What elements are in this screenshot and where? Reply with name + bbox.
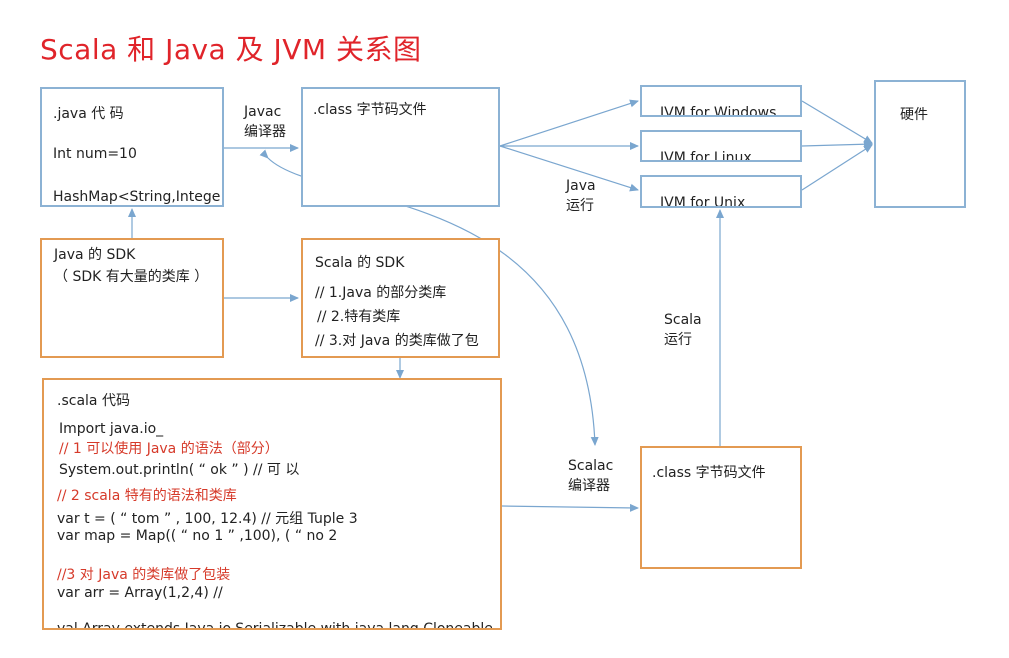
hardware-box: 硬件 bbox=[874, 80, 966, 208]
arrow-scalac bbox=[501, 503, 639, 512]
scalac-label: Scalac bbox=[568, 458, 614, 474]
scala-sdk-item: // 2.特有类库 bbox=[317, 309, 401, 325]
scala-run-label-2: 运行 bbox=[664, 332, 692, 348]
java-code-box: .java 代 码 Int num=10 HashMap<String,Inte… bbox=[40, 87, 224, 207]
jvm-linux-label: JVM for Linux bbox=[660, 150, 752, 162]
class-file-box-top: .class 字节码文件 bbox=[301, 87, 500, 207]
java-code-title: .java 代 码 bbox=[53, 106, 124, 122]
diagram-title: Scala 和 Java 及 JVM 关系图 bbox=[40, 33, 422, 66]
hardware-label: 硬件 bbox=[900, 107, 928, 123]
jvm-windows-label: JVM for Windows bbox=[660, 105, 777, 117]
arrow-unix-to-hw bbox=[801, 144, 873, 191]
javac-label: Javac bbox=[244, 104, 282, 120]
scala-code-comment: //3 对 Java 的类库做了包装 bbox=[57, 567, 231, 583]
class-file-label: .class 字节码文件 bbox=[313, 102, 427, 118]
scala-code-line-clipped: val Array extends Java.io.Serializable w… bbox=[57, 621, 493, 630]
java-sdk-title: Java 的 SDK bbox=[54, 247, 136, 263]
arrow-to-jvm-windows bbox=[499, 99, 639, 147]
java-code-line: HashMap<String,Intege bbox=[53, 189, 221, 205]
java-run-label-2: 运行 bbox=[566, 198, 594, 214]
scala-code-line: System.out.println( “ ok ” ) // 可 以 bbox=[59, 462, 300, 478]
scala-code-line: Import java.io_ bbox=[59, 421, 164, 437]
javac-compiler-label: 编译器 bbox=[244, 124, 286, 140]
java-sdk-desc: （ SDK 有大量的类库 ） bbox=[54, 269, 209, 285]
scalac-compiler-label: 编译器 bbox=[568, 478, 610, 494]
arrow-windows-to-hw bbox=[801, 100, 873, 144]
java-sdk-box: Java 的 SDK （ SDK 有大量的类库 ） bbox=[40, 238, 224, 358]
class-file-box-bottom: .class 字节码文件 bbox=[640, 446, 802, 569]
scala-sdk-title: Scala 的 SDK bbox=[315, 255, 405, 271]
scala-code-line: var t = ( “ tom ” , 100, 12.4) // 元组 Tup… bbox=[57, 511, 358, 527]
jvm-windows-box: JVM for Windows bbox=[640, 85, 802, 117]
jvm-unix-label: JVM for Unix bbox=[660, 195, 746, 208]
arrow-linux-to-hw bbox=[801, 140, 873, 149]
jvm-unix-box: JVM for Unix bbox=[640, 175, 802, 208]
java-code-line: Int num=10 bbox=[53, 146, 137, 162]
scala-code-line: var arr = Array(1,2,4) // bbox=[57, 585, 223, 601]
jvm-linux-box: JVM for Linux bbox=[640, 130, 802, 162]
scala-code-comment: // 1 可以使用 Java 的语法（部分） bbox=[59, 441, 279, 457]
scala-sdk-item: // 3.对 Java 的类库做了包 bbox=[315, 333, 479, 349]
scala-code-comment: // 2 scala 特有的语法和类库 bbox=[57, 488, 237, 504]
scala-code-title: .scala 代码 bbox=[57, 393, 130, 409]
scala-run-label: Scala bbox=[664, 312, 702, 328]
class-file-bottom-label: .class 字节码文件 bbox=[652, 465, 766, 481]
scala-sdk-item: // 1.Java 的部分类库 bbox=[315, 285, 447, 301]
scala-code-line: var map = Map(( “ no 1 ” ,100), ( “ no 2 bbox=[57, 528, 338, 544]
scala-code-box: .scala 代码 Import java.io_ // 1 可以使用 Java… bbox=[42, 378, 502, 630]
scala-sdk-box: Scala 的 SDK // 1.Java 的部分类库 // 2.特有类库 //… bbox=[301, 238, 500, 358]
java-run-label: Java bbox=[566, 178, 596, 194]
